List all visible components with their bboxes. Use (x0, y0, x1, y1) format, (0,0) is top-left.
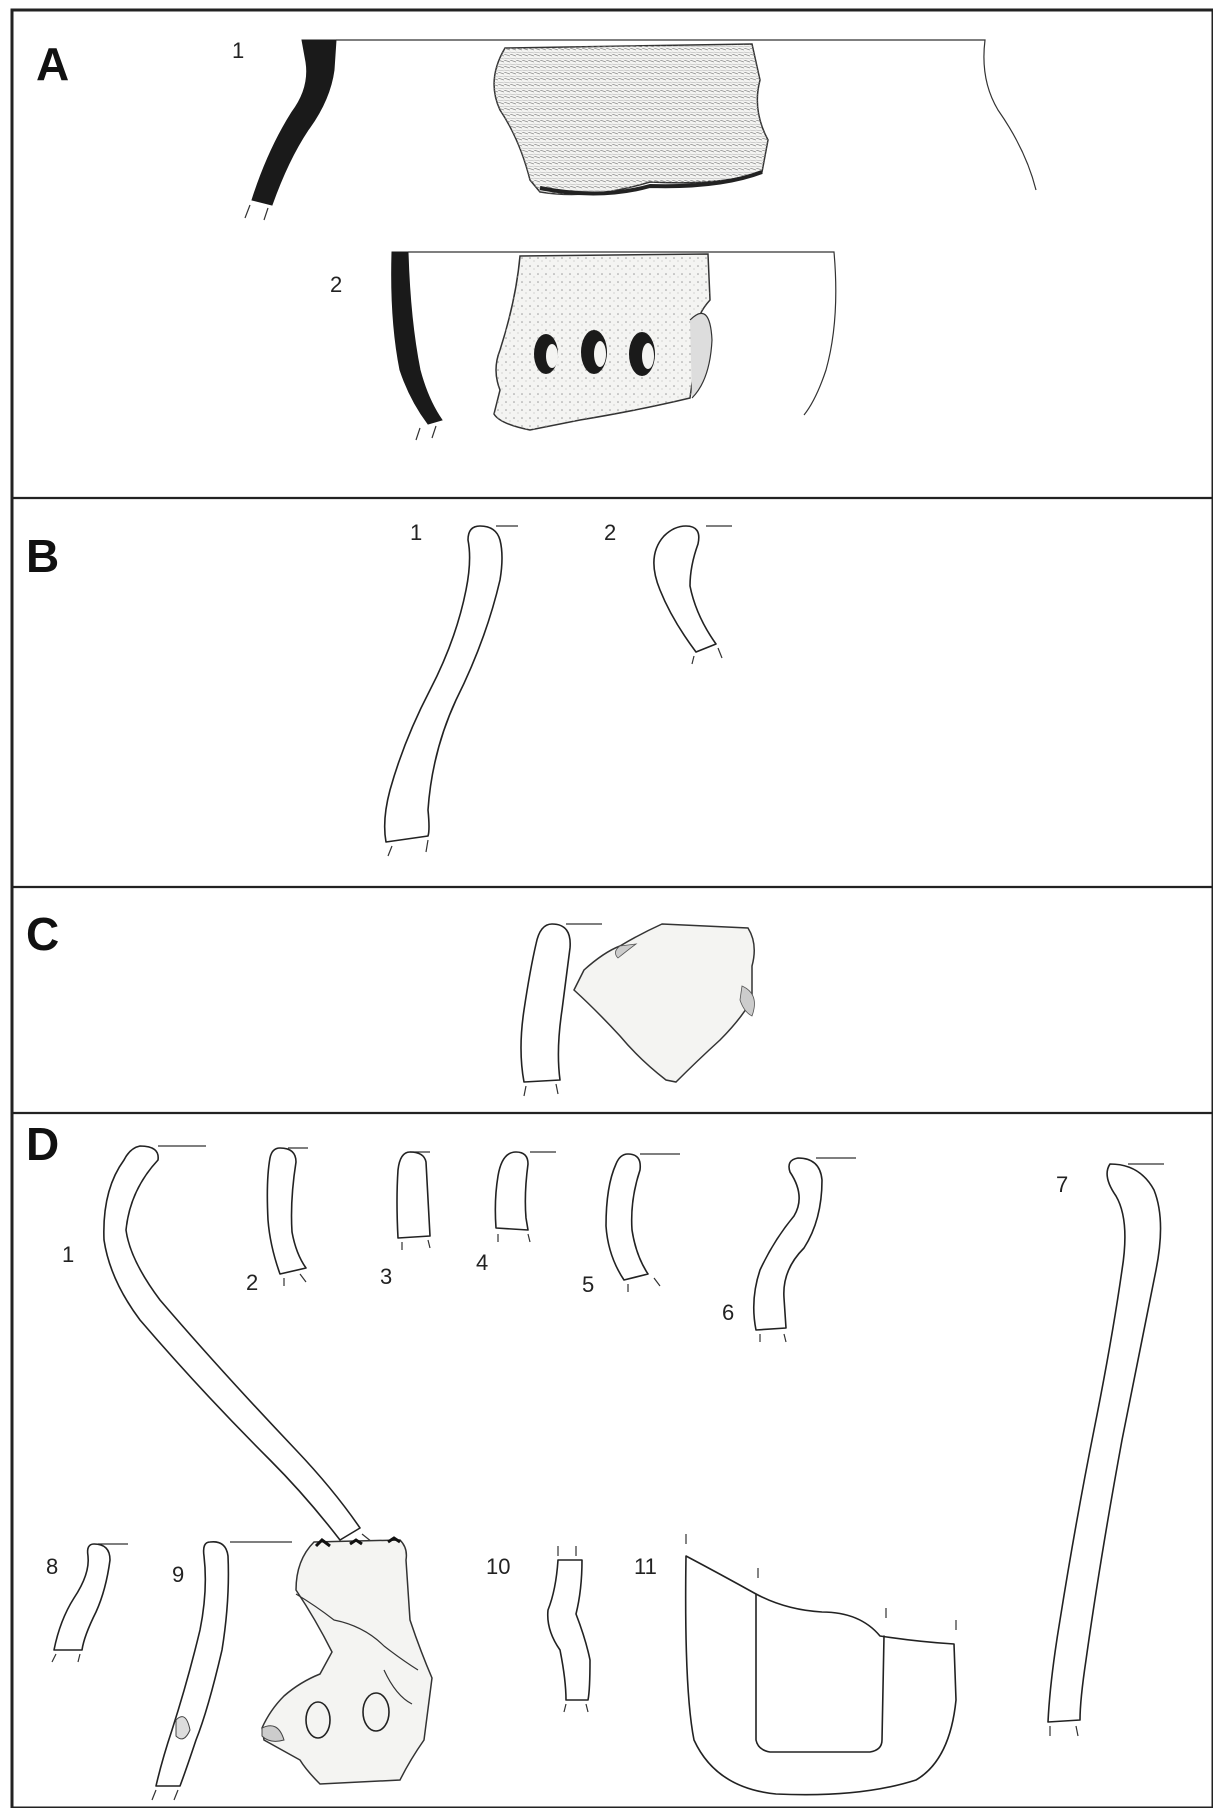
panel-d-item-1: 1 (62, 1145, 373, 1555)
a2-impression-1-hl (546, 344, 558, 368)
d5-profile (605, 1153, 649, 1281)
c-sherd-exterior (573, 923, 755, 1083)
d8-break-marks (51, 1653, 81, 1663)
d11-break-marks (685, 1534, 957, 1630)
c-sherd-chip-2 (739, 985, 755, 1017)
d10-bottom-break-marks (563, 1703, 589, 1713)
d3-break-marks (401, 1239, 431, 1250)
d11-base-interior (755, 1593, 885, 1753)
b1-break-marks (387, 839, 429, 857)
panel-d-item-3: 3 (380, 1151, 431, 1289)
a2-sherd-edge (689, 312, 713, 399)
a2-vessel-outline (408, 251, 837, 416)
a1-sherd-texture (494, 44, 768, 195)
panel-b: B 1 2 (26, 520, 732, 857)
panel-d-item-10-number: 10 (486, 1554, 510, 1579)
panel-d-letter: D (26, 1118, 59, 1170)
d9-sherd-join-2 (383, 1669, 413, 1705)
d9-perforation-2 (362, 1692, 390, 1732)
panel-d-item-7: 7 (1047, 1163, 1164, 1737)
panel-d-item-9-number: 9 (172, 1562, 184, 1587)
a1-vessel-outline (336, 39, 1037, 191)
a1-sherd-base-shadow (539, 170, 763, 196)
d10-top-break-marks (557, 1546, 577, 1556)
panel-d-item-11-number: 11 (634, 1554, 657, 1579)
panel-b-item-1: 1 (383, 520, 518, 857)
d9-break-marks (151, 1789, 179, 1801)
panel-d-item-4-number: 4 (476, 1250, 488, 1275)
b1-profile (383, 525, 503, 843)
c-break-marks (523, 1083, 559, 1097)
d7-break-marks (1049, 1725, 1079, 1737)
d2-profile (266, 1147, 307, 1275)
a1-profile-section (251, 39, 337, 206)
panel-d-item-6-number: 6 (722, 1300, 734, 1325)
d6-profile (752, 1157, 823, 1331)
panel-d: D 1 2 3 4 5 (26, 1118, 1164, 1801)
panel-d-item-8: 8 (46, 1543, 128, 1663)
d2-break-marks (283, 1273, 307, 1286)
panel-c-letter: C (26, 908, 59, 960)
a2-break-marks (415, 425, 437, 441)
d5-break-marks (627, 1277, 661, 1292)
panel-b-item-2: 2 (604, 520, 732, 665)
d1-profile (103, 1145, 361, 1541)
a1-break-marks (244, 204, 269, 221)
panel-b-item-1-number: 1 (410, 520, 422, 545)
panel-d-item-2: 2 (246, 1147, 308, 1295)
d4-profile (494, 1151, 529, 1231)
a2-profile-section (391, 251, 443, 425)
plate-frame (10, 8, 1213, 1808)
panel-d-item-3-number: 3 (380, 1264, 392, 1289)
panel-d-item-10: 10 (486, 1546, 591, 1713)
d10-profile (546, 1559, 591, 1701)
panel-b-letter: B (26, 530, 59, 582)
panel-a-letter: A (36, 38, 69, 90)
d11-base-outline (684, 1555, 957, 1796)
panel-d-item-4: 4 (476, 1151, 556, 1275)
d9-sherd-chip (261, 1725, 285, 1742)
panel-d-item-5: 5 (582, 1153, 680, 1297)
panel-d-item-11: 11 (634, 1534, 957, 1796)
c-profile (520, 923, 571, 1083)
panel-a-item-2-number: 2 (330, 272, 342, 297)
panel-a-item-2: 2 (330, 251, 837, 441)
d9-perforation-1 (305, 1701, 331, 1739)
d9-sherd-rim-marks (314, 1536, 401, 1548)
d4-break-marks (497, 1233, 531, 1243)
d9-profile (155, 1540, 230, 1787)
d3-profile (396, 1151, 431, 1239)
panel-a-item-1: 1 (232, 38, 1037, 221)
panel-b-item-2-number: 2 (604, 520, 616, 545)
panel-d-item-2-number: 2 (246, 1270, 258, 1295)
b2-profile (653, 525, 717, 653)
a2-impression-3-hl (642, 343, 654, 369)
d9-sherd-exterior (261, 1539, 433, 1785)
panel-d-item-5-number: 5 (582, 1272, 594, 1297)
d6-break-marks (759, 1333, 787, 1343)
d7-profile (1047, 1163, 1162, 1723)
d8-profile (53, 1543, 111, 1651)
b2-break-marks (691, 647, 723, 665)
d9-profile-inclusion (175, 1716, 191, 1740)
panel-d-item-7-number: 7 (1056, 1172, 1068, 1197)
panel-d-item-9: 9 (151, 1536, 433, 1801)
panel-d-item-6: 6 (722, 1157, 856, 1343)
panel-d-item-1-number: 1 (62, 1242, 74, 1267)
a2-impression-2-hl (594, 341, 606, 367)
c-sherd-chip-1 (615, 943, 638, 959)
panel-d-item-8-number: 8 (46, 1554, 58, 1579)
d9-sherd-join-1 (295, 1593, 419, 1671)
panel-a: A 1 2 (36, 38, 1037, 441)
panel-c: C (26, 908, 755, 1097)
panel-a-item-1-number: 1 (232, 38, 244, 63)
